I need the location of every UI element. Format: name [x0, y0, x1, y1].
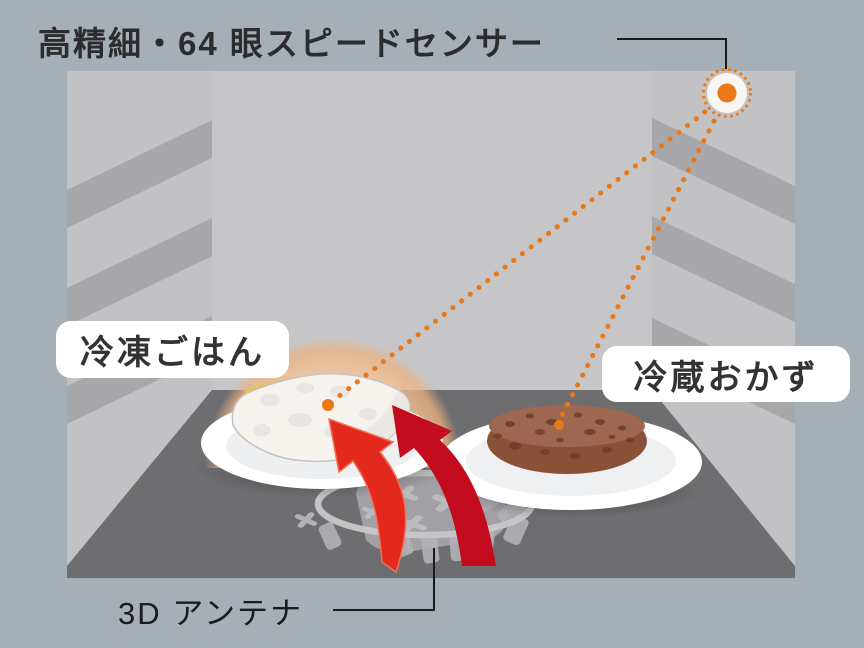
- dotted-sensing-ray-icon: [331, 109, 717, 420]
- frozen-rice-label: 冷凍ごはん: [56, 321, 289, 378]
- heat-arrow-dark: [392, 405, 496, 566]
- antenna-label: 3D アンテナ: [118, 596, 304, 631]
- antenna-connector-line: [333, 548, 435, 611]
- sensing-point-dot-icon: [322, 399, 334, 411]
- chilled-dish-plate: [440, 405, 702, 518]
- sensor-title-label: 高精細・64 眼スピードセンサー: [38, 25, 545, 62]
- sensor-connector-line: [617, 38, 727, 69]
- heat-wave-arrows-icon: [328, 405, 496, 574]
- sensing-point-dot-icon: [554, 420, 564, 430]
- ray-to-rice: [331, 109, 708, 403]
- heat-arrow-bright: [328, 417, 407, 574]
- speed-sensor-dot-icon: [702, 68, 752, 118]
- rice-texture: [253, 383, 377, 438]
- ray-to-dish: [558, 118, 717, 420]
- chilled-dish-label: 冷蔵おかず: [602, 346, 850, 402]
